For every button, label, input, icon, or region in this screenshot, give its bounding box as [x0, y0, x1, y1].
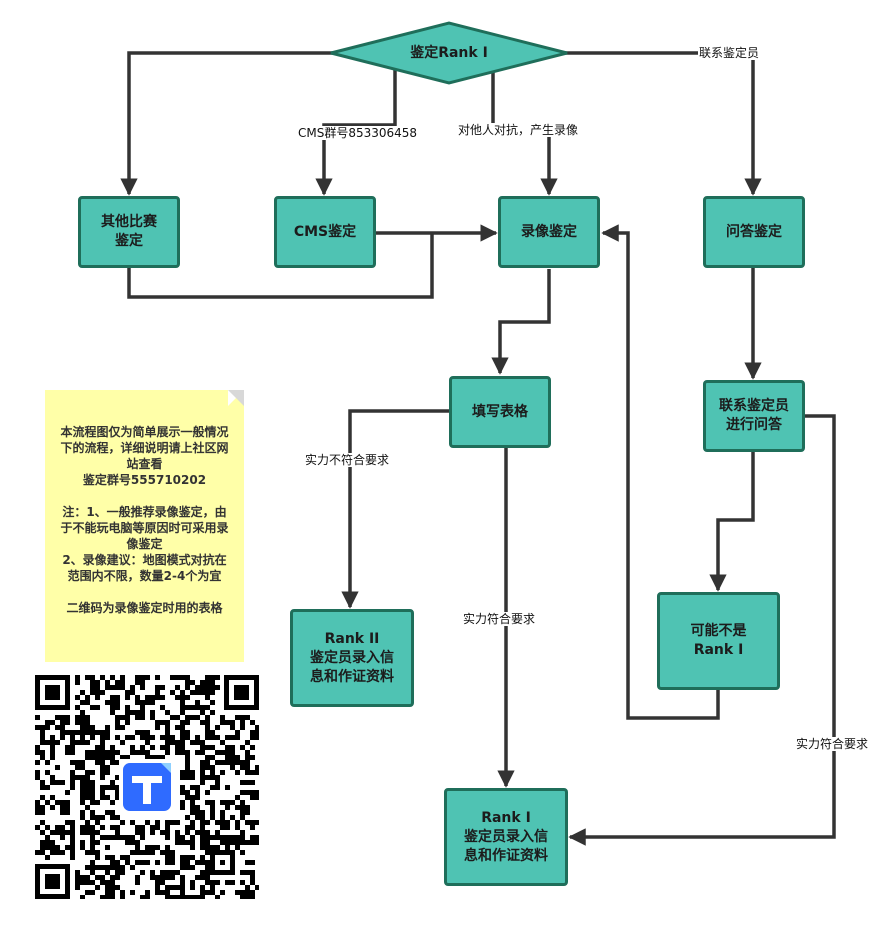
- node-rank1: Rank I 鉴定员录入信 息和作证资料: [444, 788, 568, 886]
- arrow-start-to-qa: [565, 51, 762, 196]
- node-video: 录像鉴定: [498, 196, 600, 268]
- node-fill-form: 填写表格: [449, 376, 551, 448]
- edge-label-qualified-qa: 实力符合要求: [795, 737, 870, 751]
- arrow-contact-to-maybe: [709, 452, 755, 592]
- qr-finder-bottom-left: [35, 864, 70, 899]
- arrow-start-to-cms: [315, 68, 397, 196]
- node-rank2: Rank II 鉴定员录入信 息和作证资料: [290, 609, 414, 707]
- docs-logo-icon: [119, 759, 175, 815]
- note-intro: 本流程图仅为简单展示一般情况下的流程，详细说明请上社区网站查看 鉴定群号5557…: [60, 425, 229, 487]
- edge-label-fight-others: 对他人对抗，产生录像: [457, 123, 580, 137]
- decision-start-label: 鉴定Rank I: [410, 44, 488, 61]
- node-other-competition: 其他比赛 鉴定: [78, 196, 180, 268]
- arrow-start-to-other: [120, 51, 333, 196]
- node-contact-examiner: 联系鉴定员 进行问答: [703, 380, 805, 452]
- qr-finder-top-right: [224, 675, 259, 710]
- arrow-form-to-rank2: [341, 409, 449, 609]
- node-cms: CMS鉴定: [274, 196, 376, 268]
- note-qr-hint: 二维码为录像鉴定时用的表格: [66, 601, 223, 615]
- edge-label-qualified-form: 实力符合要求: [462, 612, 537, 626]
- edge-label-contact: 联系鉴定员: [698, 46, 761, 60]
- qr-alignment: [210, 850, 235, 875]
- note-fold-icon: [228, 390, 244, 406]
- arrow-other-to-video: [127, 233, 434, 299]
- qr-code-icon[interactable]: [35, 675, 259, 899]
- node-maybe-not-rank1: 可能不是 Rank I: [657, 592, 780, 690]
- note-recommendation: 注：1、一般推荐录像鉴定，由于不能玩电脑等原因时可采用录像鉴定 2、录像建议：地…: [60, 505, 229, 583]
- qr-finder-top-left: [35, 675, 70, 710]
- decision-diamond: [330, 21, 568, 85]
- edge-label-not-qualified: 实力不符合要求: [304, 453, 391, 467]
- arrow-contact-to-rank1: [568, 414, 836, 846]
- arrow-maybe-to-video: [601, 224, 720, 720]
- arrow-video-to-form: [491, 269, 551, 375]
- node-qa: 问答鉴定: [703, 196, 805, 268]
- sticky-note: 本流程图仅为简单展示一般情况下的流程，详细说明请上社区网站查看 鉴定群号5557…: [45, 390, 244, 662]
- edge-label-cms-group: CMS群号853306458: [297, 126, 419, 140]
